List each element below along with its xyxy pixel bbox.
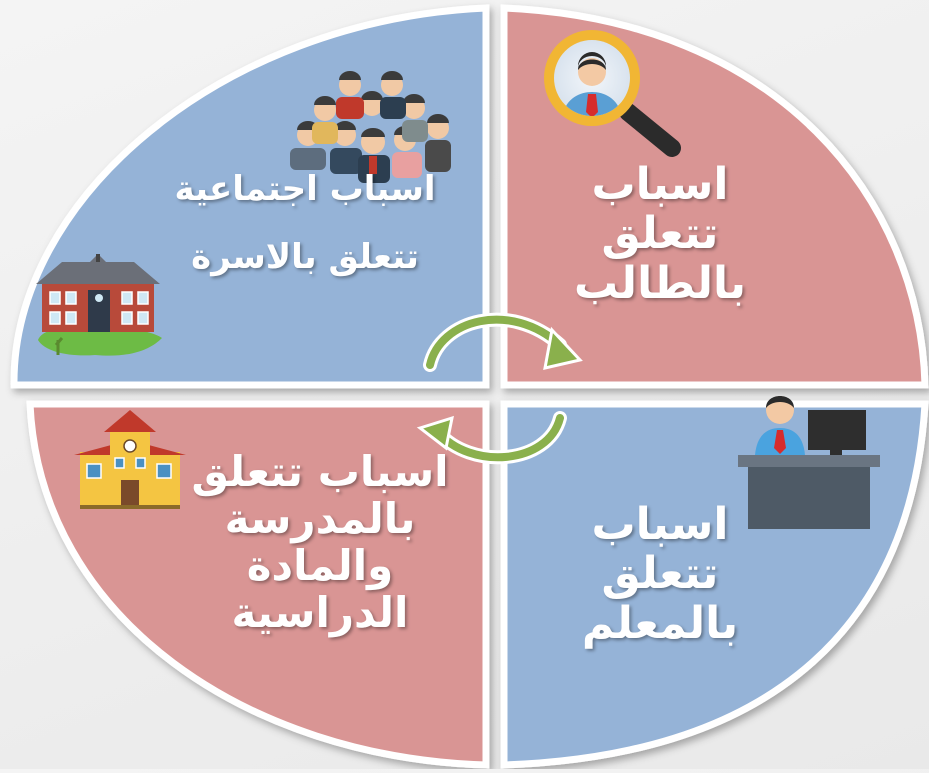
school-building-icon	[74, 410, 186, 509]
magnifier-student-icon	[544, 30, 681, 157]
label-line: تتعلق بالاسرة	[191, 237, 419, 278]
label-teacher-reasons: اسباب تتعلق بالمعلم	[560, 500, 760, 648]
house-icon	[36, 254, 162, 356]
cycle-arrows-icon	[416, 312, 583, 465]
label-line: اسباب	[591, 159, 729, 210]
label-social-family-reasons: اسباب اجتماعية تتعلق بالاسرة	[150, 170, 460, 276]
label-line: الدراسية	[231, 588, 409, 638]
teacher-desk-icon	[738, 396, 880, 529]
label-line: اسباب تتعلق	[191, 447, 449, 496]
label-line: والمادة	[246, 541, 394, 591]
label-line: تتعلق	[601, 548, 719, 600]
label-line: تتعلق	[601, 208, 719, 260]
label-line: اسباب اجتماعية	[174, 169, 436, 209]
label-line: اسباب	[591, 499, 729, 550]
label-line: بالطالب	[573, 257, 747, 309]
people-group-icon	[290, 71, 451, 183]
label-student-reasons: اسباب تتعلق بالطالب	[560, 160, 760, 308]
label-school-subject-reasons: اسباب تتعلق بالمدرسة والمادة الدراسية	[175, 448, 465, 636]
label-line: بالمدرسة	[224, 494, 416, 544]
label-line: بالمعلم	[581, 597, 739, 649]
